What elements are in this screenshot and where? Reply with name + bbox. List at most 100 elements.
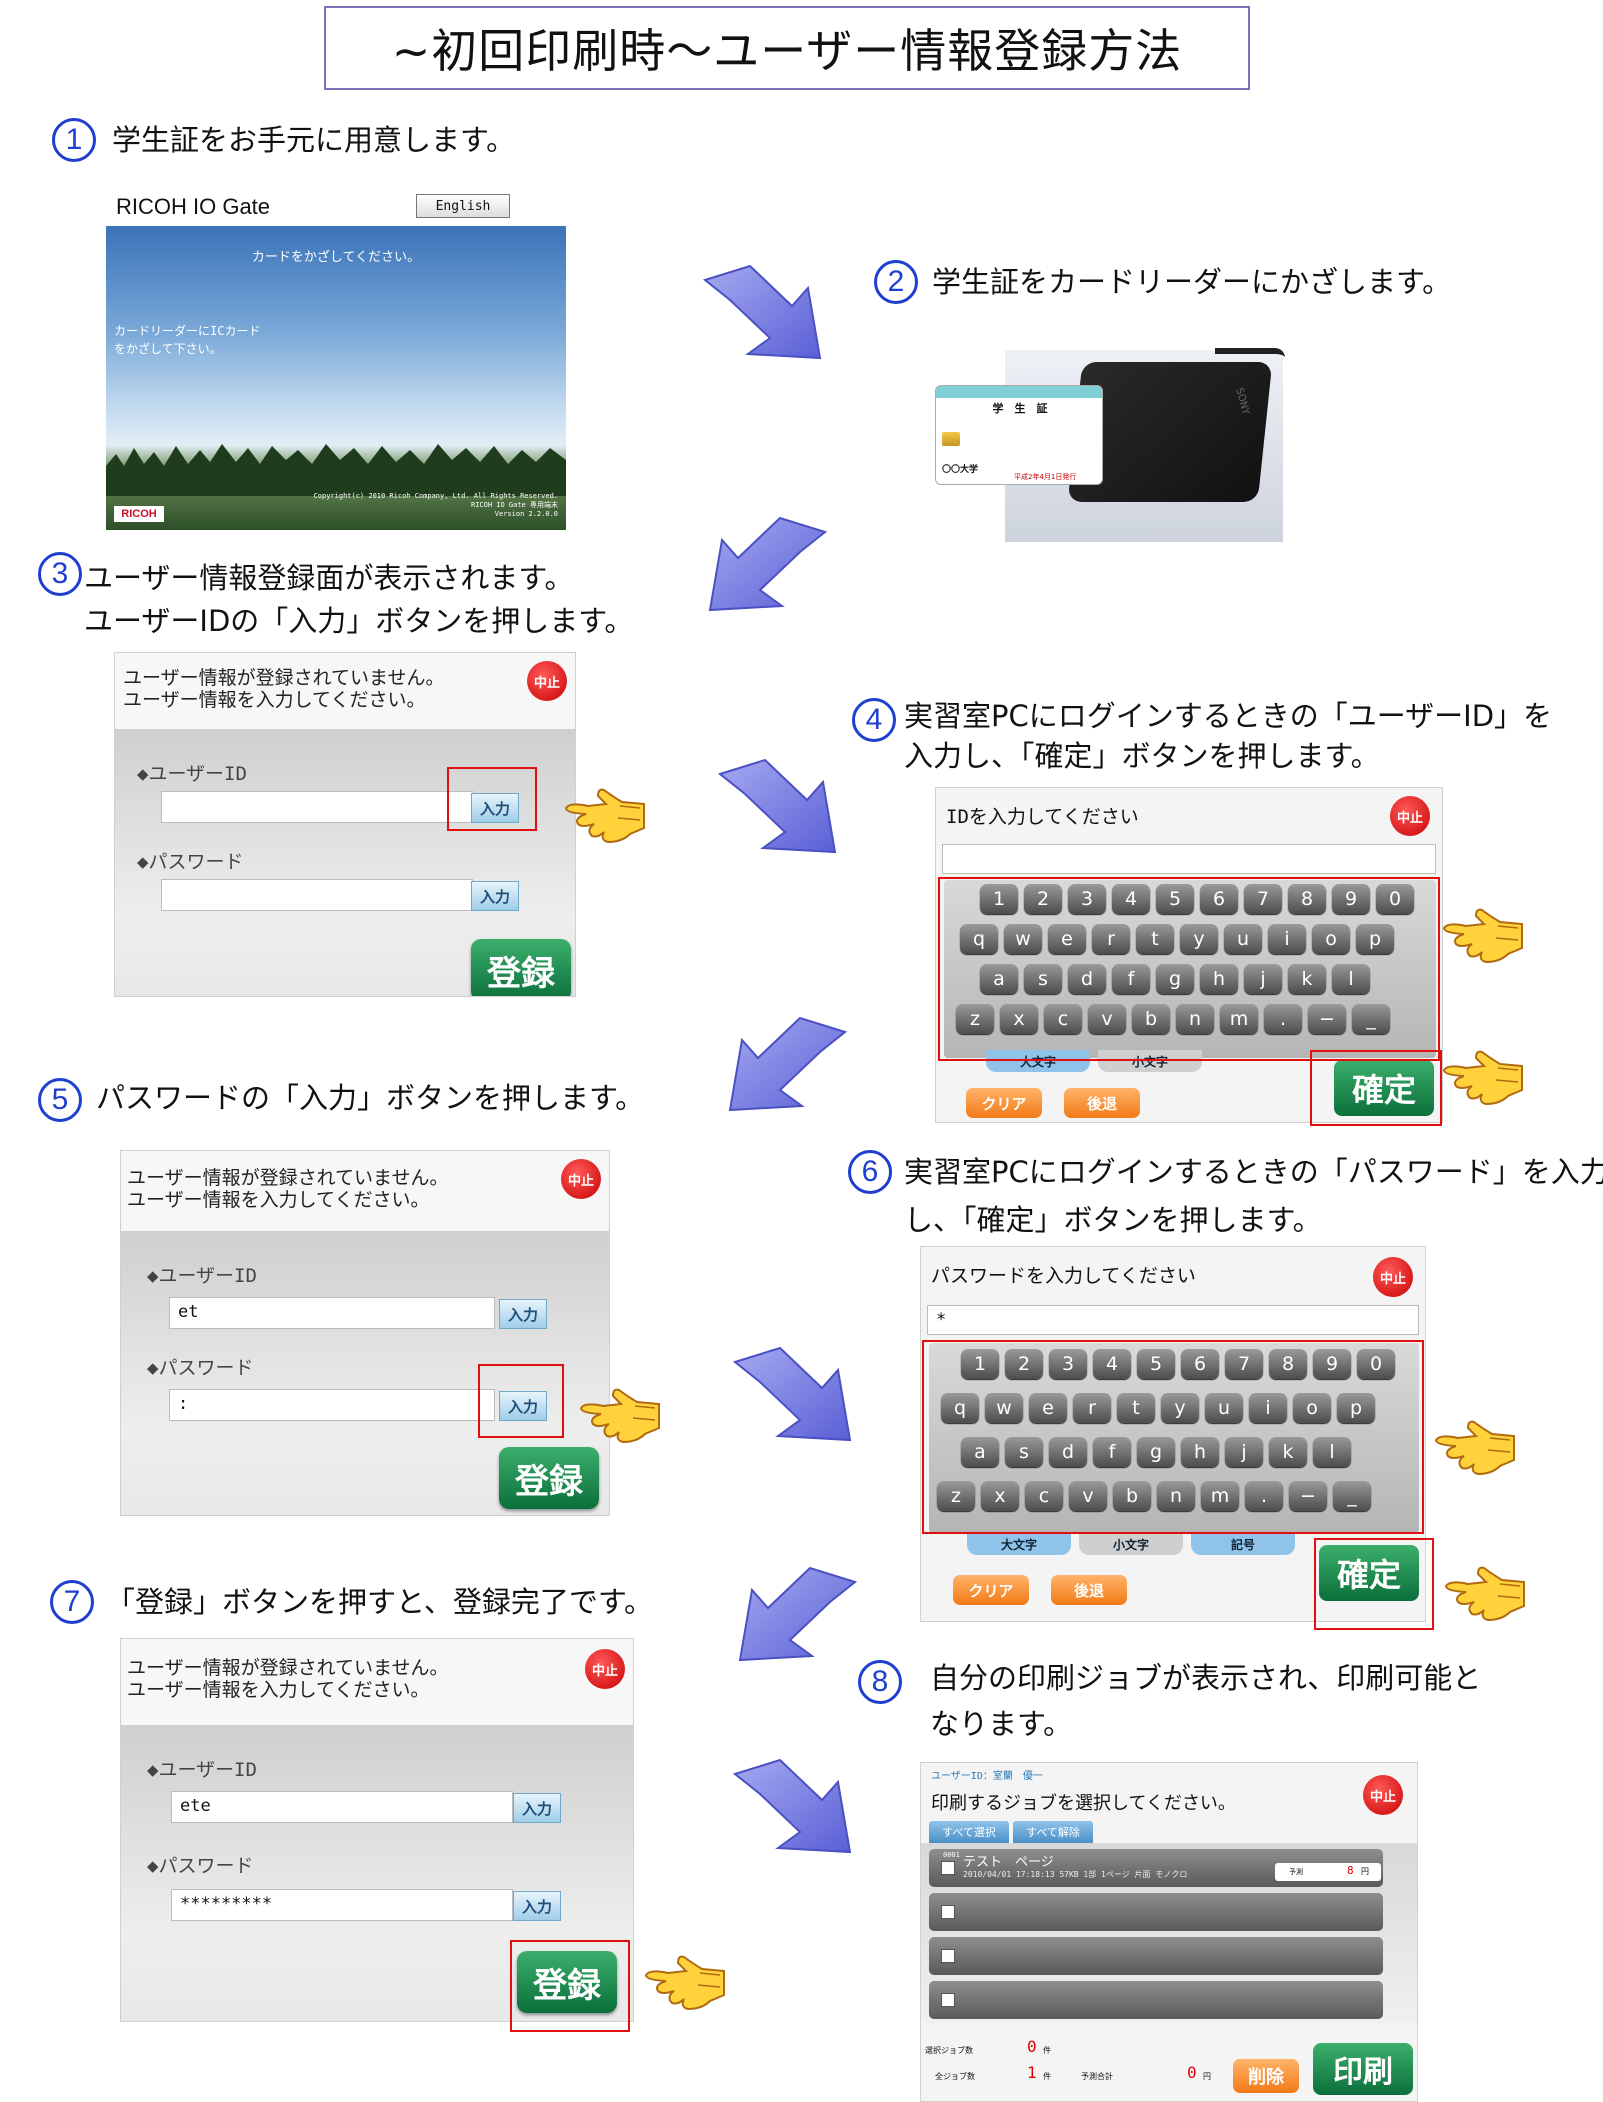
lowercase-tab[interactable]: 小文字: [1079, 1533, 1183, 1555]
key-8[interactable]: 8: [1269, 1349, 1307, 1379]
key-r[interactable]: r: [1073, 1393, 1111, 1423]
key-k[interactable]: k: [1288, 964, 1326, 994]
key-j[interactable]: j: [1225, 1437, 1263, 1467]
key-n[interactable]: n: [1176, 1004, 1214, 1034]
job-checkbox[interactable]: [941, 1949, 955, 1963]
key-b[interactable]: b: [1113, 1481, 1151, 1511]
key-h[interactable]: h: [1181, 1437, 1219, 1467]
key-7[interactable]: 7: [1244, 884, 1282, 914]
job-row-empty[interactable]: [929, 1937, 1383, 1975]
key-k[interactable]: k: [1269, 1437, 1307, 1467]
key-g[interactable]: g: [1156, 964, 1194, 994]
delete-button[interactable]: 削除: [1233, 2059, 1299, 2093]
key-1[interactable]: 1: [980, 884, 1018, 914]
key-7[interactable]: 7: [1225, 1349, 1263, 1379]
key-8[interactable]: 8: [1288, 884, 1326, 914]
key-2[interactable]: 2: [1024, 884, 1062, 914]
stop-button[interactable]: 中止: [1373, 1257, 1413, 1297]
password-input[interactable]: *********: [171, 1889, 513, 1921]
key-l[interactable]: l: [1332, 964, 1370, 994]
key-n[interactable]: n: [1157, 1481, 1195, 1511]
user-id-input-button[interactable]: 入力: [499, 1299, 547, 1329]
stop-button[interactable]: 中止: [527, 661, 567, 701]
key-w[interactable]: w: [1004, 924, 1042, 954]
key-e[interactable]: e: [1048, 924, 1086, 954]
key-underscore[interactable]: _: [1352, 1004, 1390, 1034]
key-q[interactable]: q: [960, 924, 998, 954]
key-b[interactable]: b: [1132, 1004, 1170, 1034]
key-r[interactable]: r: [1092, 924, 1130, 954]
key-s[interactable]: s: [1005, 1437, 1043, 1467]
key-v[interactable]: v: [1069, 1481, 1107, 1511]
confirm-button[interactable]: 確定: [1319, 1545, 1419, 1601]
stop-button[interactable]: 中止: [585, 1649, 625, 1689]
key-y[interactable]: y: [1180, 924, 1218, 954]
key-3[interactable]: 3: [1068, 884, 1106, 914]
key-m[interactable]: m: [1201, 1481, 1239, 1511]
stop-button[interactable]: 中止: [1363, 1775, 1403, 1815]
id-entry-field[interactable]: [942, 844, 1436, 874]
key-l[interactable]: l: [1313, 1437, 1351, 1467]
key-e[interactable]: e: [1029, 1393, 1067, 1423]
key-0[interactable]: 0: [1376, 884, 1414, 914]
key-2[interactable]: 2: [1005, 1349, 1043, 1379]
register-button[interactable]: 登録: [517, 1951, 617, 2013]
user-id-input[interactable]: et: [169, 1297, 495, 1329]
password-input[interactable]: :: [169, 1389, 495, 1421]
stop-button[interactable]: 中止: [1390, 796, 1430, 836]
select-all-button[interactable]: すべて選択: [929, 1821, 1009, 1843]
key-m[interactable]: m: [1220, 1004, 1258, 1034]
key-c[interactable]: c: [1025, 1481, 1063, 1511]
print-button[interactable]: 印刷: [1313, 2043, 1413, 2095]
deselect-all-button[interactable]: すべて解除: [1013, 1821, 1093, 1843]
key-y[interactable]: y: [1161, 1393, 1199, 1423]
key-0[interactable]: 0: [1357, 1349, 1395, 1379]
user-id-input[interactable]: [161, 791, 473, 823]
key-p[interactable]: p: [1337, 1393, 1375, 1423]
key-1[interactable]: 1: [961, 1349, 999, 1379]
key-s[interactable]: s: [1024, 964, 1062, 994]
key-q[interactable]: q: [941, 1393, 979, 1423]
key-d[interactable]: d: [1049, 1437, 1087, 1467]
stop-button[interactable]: 中止: [561, 1159, 601, 1199]
key-i[interactable]: i: [1268, 924, 1306, 954]
key-j[interactable]: j: [1244, 964, 1282, 994]
job-checkbox[interactable]: [941, 1993, 955, 2007]
register-button[interactable]: 登録: [499, 1447, 599, 1509]
password-input-button[interactable]: 入力: [513, 1891, 561, 1921]
key-5[interactable]: 5: [1137, 1349, 1175, 1379]
key-u[interactable]: u: [1224, 924, 1262, 954]
password-input[interactable]: [161, 879, 473, 911]
key-h[interactable]: h: [1200, 964, 1238, 994]
key-3[interactable]: 3: [1049, 1349, 1087, 1379]
password-input-button[interactable]: 入力: [471, 881, 519, 911]
user-id-input-button[interactable]: 入力: [513, 1793, 561, 1823]
job-row-empty[interactable]: [929, 1981, 1383, 2019]
key-g[interactable]: g: [1137, 1437, 1175, 1467]
key-minus[interactable]: −: [1289, 1481, 1327, 1511]
job-row[interactable]: 0001 テスト ページ 2010/04/01 17:18:13 57KB 1部…: [929, 1849, 1383, 1887]
password-entry-field[interactable]: *: [927, 1305, 1419, 1335]
key-c[interactable]: c: [1044, 1004, 1082, 1034]
password-input-button[interactable]: 入力: [499, 1391, 547, 1421]
lowercase-tab[interactable]: 小文字: [1098, 1050, 1202, 1072]
key-z[interactable]: z: [956, 1004, 994, 1034]
job-checkbox[interactable]: [941, 1861, 955, 1875]
key-4[interactable]: 4: [1112, 884, 1150, 914]
key-period[interactable]: .: [1245, 1481, 1283, 1511]
uppercase-tab[interactable]: 大文字: [967, 1533, 1071, 1555]
job-checkbox[interactable]: [941, 1905, 955, 1919]
key-period[interactable]: .: [1264, 1004, 1302, 1034]
key-p[interactable]: p: [1356, 924, 1394, 954]
key-9[interactable]: 9: [1332, 884, 1370, 914]
key-o[interactable]: o: [1312, 924, 1350, 954]
key-4[interactable]: 4: [1093, 1349, 1131, 1379]
english-button[interactable]: English: [416, 194, 510, 218]
key-z[interactable]: z: [937, 1481, 975, 1511]
user-id-input-button[interactable]: 入力: [471, 793, 519, 823]
key-minus[interactable]: −: [1308, 1004, 1346, 1034]
key-o[interactable]: o: [1293, 1393, 1331, 1423]
key-t[interactable]: t: [1117, 1393, 1155, 1423]
key-6[interactable]: 6: [1200, 884, 1238, 914]
key-d[interactable]: d: [1068, 964, 1106, 994]
